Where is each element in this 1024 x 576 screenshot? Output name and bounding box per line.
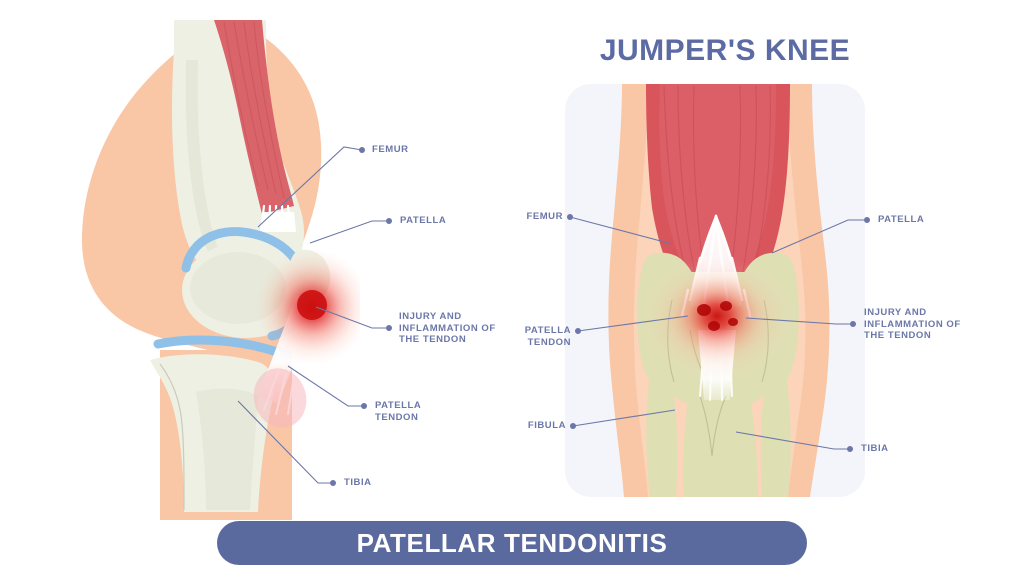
label-patella-tendon-lateral: PATELLA TENDON (375, 400, 422, 423)
quadriceps-tendon-anterior (690, 214, 742, 306)
leader-lines (237, 146, 867, 484)
leg-skin-highlight-anterior (633, 84, 806, 497)
leader-line-injury-lateral (315, 306, 389, 329)
fibula-bone-anterior (646, 375, 678, 497)
leader-line-tibia-anterior (735, 431, 850, 450)
leader-line-tibia-lateral (237, 400, 333, 484)
condition-banner-label: PATELLAR TENDONITIS (356, 527, 668, 558)
label-femur-lateral: FEMUR (372, 144, 409, 155)
patella-bone-lateral (288, 249, 331, 302)
label-injury-inflammation-lateral: INJURY AND INFLAMMATION OF THE TENDON (399, 311, 496, 345)
label-patella-lateral: PATELLA (400, 215, 447, 226)
leader-dot-tibia-anterior (847, 446, 853, 452)
leader-line-injury-anterior (745, 317, 853, 325)
inflammation-core-lateral (297, 290, 327, 320)
leg-skin-lateral (82, 20, 322, 520)
page-title: JUMPER'S KNEE (599, 34, 851, 67)
label-femur-anterior: FEMUR (526, 211, 563, 222)
femur-shading (185, 60, 260, 288)
label-tibia-anterior: TIBIA (861, 443, 889, 454)
patellar-tendon-fibers-lateral (263, 371, 301, 415)
quad-tendon-fibers-anterior (680, 214, 752, 318)
patellar-tendon-fibers-anterior (699, 343, 733, 401)
leader-line-fibula-anterior (572, 409, 676, 427)
label-fibula-anterior: FIBULA (527, 420, 566, 431)
leader-dot-patella-anterior (864, 217, 870, 223)
leader-dot-fibula-anterior (570, 423, 576, 429)
condyle-shading (190, 252, 286, 324)
leader-dot-patella-lateral (386, 218, 392, 224)
quadriceps-tendon-lateral (260, 212, 296, 232)
inflammation-outer-glow-anterior (639, 256, 795, 380)
tibia-shading (196, 388, 258, 510)
leader-line-femur-anterior (569, 216, 673, 245)
leader-line-femur-lateral (257, 146, 363, 228)
knee-bone-mass-anterior (655, 272, 783, 404)
quadriceps-muscle (214, 20, 294, 214)
tibia-bone-lateral (150, 354, 274, 512)
lateral-knee-figure (82, 20, 360, 520)
femur-bone (172, 20, 304, 291)
leader-dot-femur-lateral (359, 147, 365, 153)
anterior-knee-figure (608, 84, 830, 497)
patellar-tendon-lateral (258, 296, 318, 404)
anterior-figure-panel (565, 84, 865, 497)
leader-line-patella-tendon-anterior (577, 315, 689, 332)
leader-dot-tibia-lateral (330, 480, 336, 486)
inflammation-glow-lateral (254, 249, 360, 365)
label-injury-inflammation-anterior: INJURY AND INFLAMMATION OF THE TENDON (864, 307, 961, 341)
tibia-lateral-edge-anterior (760, 375, 791, 497)
quadriceps-muscle-anterior (646, 84, 790, 312)
leader-dot-injury-anterior (850, 321, 856, 327)
condition-banner: PATELLAR TENDONITIS (217, 521, 807, 565)
lower-leg-skin-lateral (160, 350, 292, 520)
femur-condyle-medial-anterior (637, 252, 701, 388)
tibial-cartilage (153, 335, 293, 361)
inflammation-glow-anterior (663, 270, 771, 362)
leader-dot-femur-anterior (567, 214, 573, 220)
label-patella-tendon-anterior: PATELLA TENDON (524, 325, 571, 348)
femoral-cartilage (181, 227, 311, 341)
femur-condyle-lateral-anterior (735, 252, 799, 388)
patellar-tendon-anterior (698, 330, 736, 400)
tibia-outline-detail (159, 363, 185, 511)
tibia-bone-anterior (683, 393, 758, 497)
leader-line-patella-lateral (309, 220, 389, 244)
leader-dot-patella-tendon-anterior (575, 328, 581, 334)
quadriceps-inner-anterior (659, 84, 776, 296)
label-tibia-lateral: TIBIA (344, 477, 372, 488)
quad-tendon-fibers (260, 204, 292, 230)
leg-skin-anterior (608, 84, 830, 497)
bone-outline-details-anterior (667, 299, 769, 457)
leader-line-patella-anterior (771, 219, 867, 254)
femoral-condyle (182, 242, 310, 338)
muscle-striations-anterior (663, 85, 771, 297)
tendon-insertion-blush (253, 368, 307, 428)
inflammation-spots-anterior (697, 301, 738, 331)
muscle-striations (223, 21, 285, 199)
label-patella-anterior: PATELLA (878, 214, 925, 225)
leader-dot-patella-tendon-lateral (361, 403, 367, 409)
leader-dot-injury-lateral (386, 325, 392, 331)
leader-line-patella-tendon-lateral (287, 365, 364, 407)
